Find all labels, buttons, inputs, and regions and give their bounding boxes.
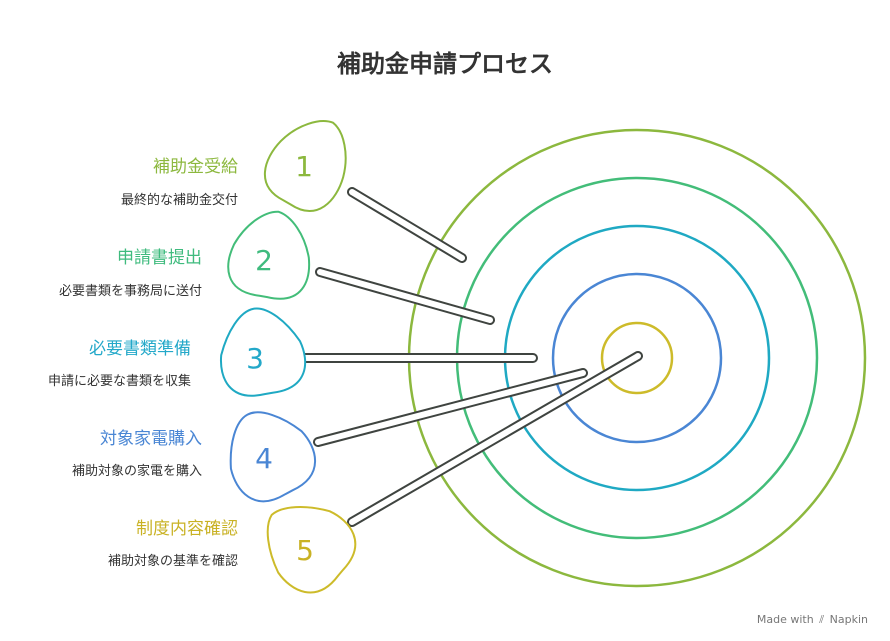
step-3-tag-shape <box>219 307 307 397</box>
step-5-title: 制度内容確認 <box>136 519 238 539</box>
step-4-tag <box>229 411 317 503</box>
step-2-desc: 必要書類を事務局に送付 <box>58 284 202 299</box>
step-2-tag-shape <box>227 210 311 300</box>
step-3-title: 必要書類準備 <box>89 339 191 359</box>
page-title: 補助金申請プロセス <box>337 50 553 78</box>
step-4-title: 対象家電購入 <box>100 429 202 449</box>
napkin-logo-icon: ⫽ <box>819 613 825 626</box>
step-3-tag <box>219 307 307 397</box>
step-1-desc: 最終的な補助金交付 <box>120 193 238 208</box>
target-bullseye <box>600 321 674 395</box>
step-1-title: 補助金受給 <box>153 157 238 177</box>
arrow-4 <box>313 368 588 447</box>
arrow-5 <box>347 351 643 527</box>
step-4-number: 4 <box>255 442 273 475</box>
footer-made-with: Made with <box>756 613 814 626</box>
target-ring-4 <box>551 272 723 444</box>
step-2-title: 申請書提出 <box>117 248 202 268</box>
step-5-desc: 補助対象の基準を確認 <box>107 554 238 569</box>
step-1-tag-shape <box>263 120 347 212</box>
step-1-number: 1 <box>295 150 313 183</box>
arrow-2 <box>315 267 495 325</box>
step-1-tag <box>263 120 347 212</box>
step-2-tag <box>227 210 311 300</box>
step-3-desc: 申請に必要な書類を収集 <box>47 374 191 389</box>
step-3-number: 3 <box>246 342 264 375</box>
step-2-number: 2 <box>255 244 273 277</box>
footer-attribution[interactable]: Made with ⫽ Napkin <box>757 613 868 627</box>
step-5-number: 5 <box>296 534 314 567</box>
step-5-tag-shape <box>266 506 357 594</box>
arrow-1 <box>347 187 467 263</box>
step-4-tag-shape <box>229 411 317 503</box>
footer-brand: Napkin <box>829 613 868 626</box>
step-4-desc: 補助対象の家電を購入 <box>71 464 202 479</box>
step-5-tag <box>266 506 357 594</box>
